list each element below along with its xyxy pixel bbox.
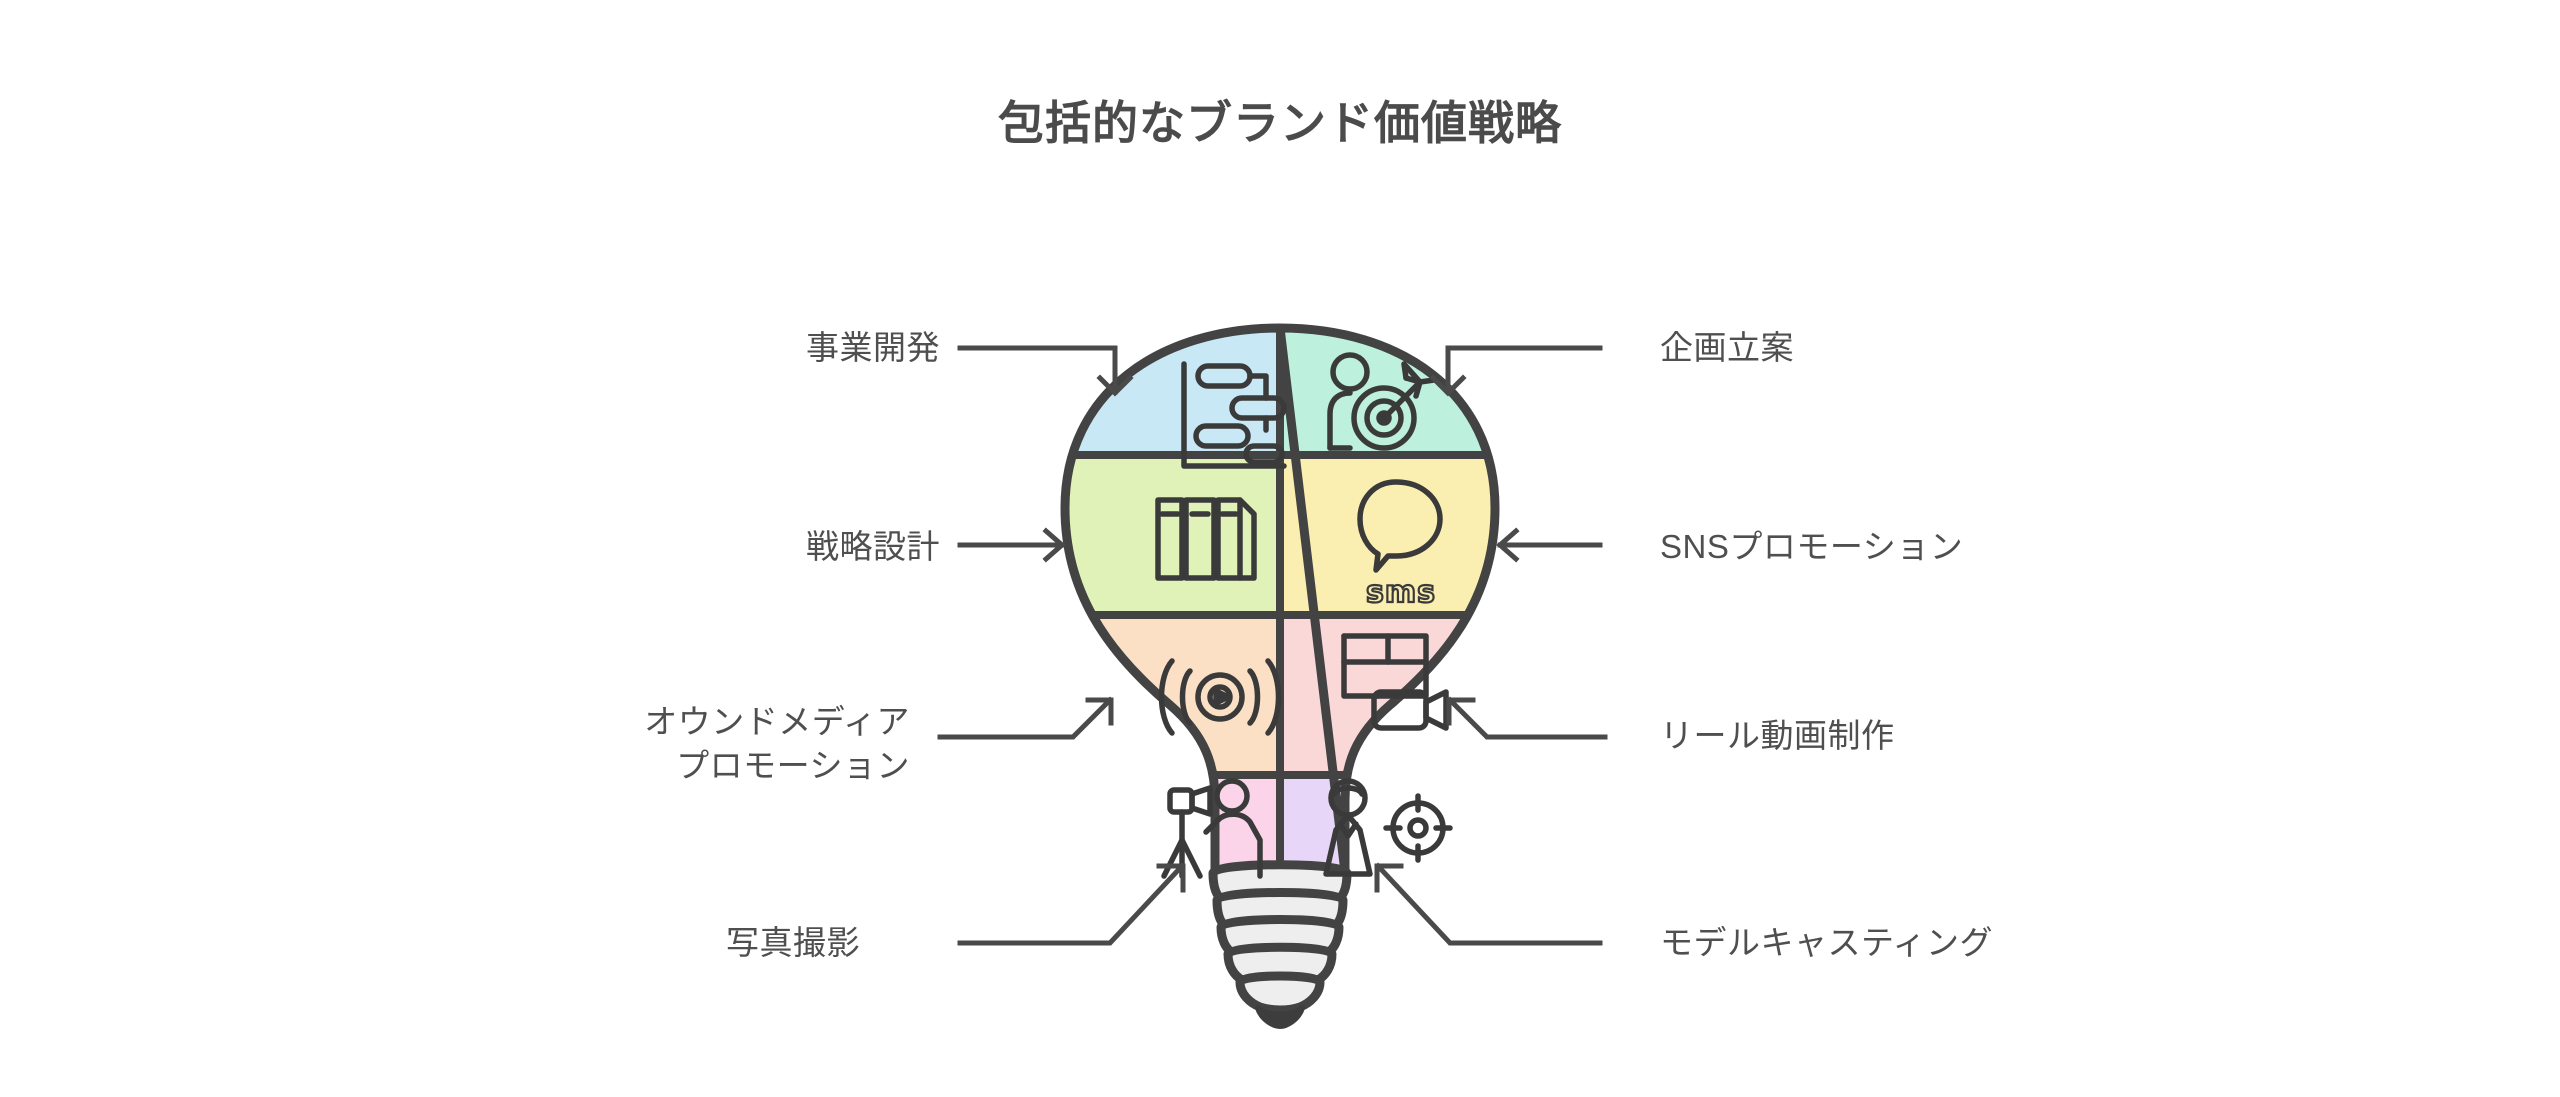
arrow-sns-promotion <box>1496 527 1603 563</box>
arrow-photography <box>957 862 1186 946</box>
arrow-reel-video-production <box>1446 696 1608 740</box>
base-contact-tip <box>1255 1005 1305 1029</box>
sms-label: sms <box>1366 575 1436 610</box>
arrow-owned-media-promotion <box>937 696 1114 740</box>
model-target-icon <box>1323 778 1453 877</box>
arrow-business-development <box>957 345 1134 397</box>
label-reel-video-production: リール動画制作 <box>1660 717 1895 754</box>
segment-strategy-design <box>1065 455 1280 615</box>
broadcast-play-icon <box>1158 658 1282 736</box>
segment-business-development <box>1065 328 1280 455</box>
label-photography: 写真撮影 <box>726 924 860 961</box>
label-owned-media-promotion: オウンドメディア プロモーション <box>644 703 910 784</box>
flowchart-icon <box>1181 361 1287 469</box>
segment-owned-media-promotion <box>1065 615 1280 775</box>
thread-5 <box>1235 971 1325 1015</box>
label-planning: 企画立案 <box>1660 329 1794 366</box>
person-target-icon <box>1327 352 1437 451</box>
page-title: 包括的なブランド価値戦略 <box>998 97 1562 149</box>
label-strategy-design: 戦略設計 <box>806 528 940 565</box>
arrow-model-casting <box>1374 862 1603 946</box>
video-grid-icon <box>1341 633 1449 731</box>
arrow-planning <box>1429 345 1603 397</box>
label-model-casting: モデルキャスティング <box>1660 924 1994 961</box>
label-business-development: 事業開発 <box>806 329 940 366</box>
bulb-outline <box>1060 323 1500 877</box>
label-sns-promotion: SNSプロモーション <box>1660 528 1964 565</box>
arrow-strategy-design <box>957 527 1066 563</box>
books-archive-icon <box>1155 497 1257 581</box>
bulb-screw-base <box>1208 860 1352 1029</box>
camera-tripod-photographer-icon <box>1161 778 1263 879</box>
sms-bubble-icon: sms <box>1357 479 1443 611</box>
